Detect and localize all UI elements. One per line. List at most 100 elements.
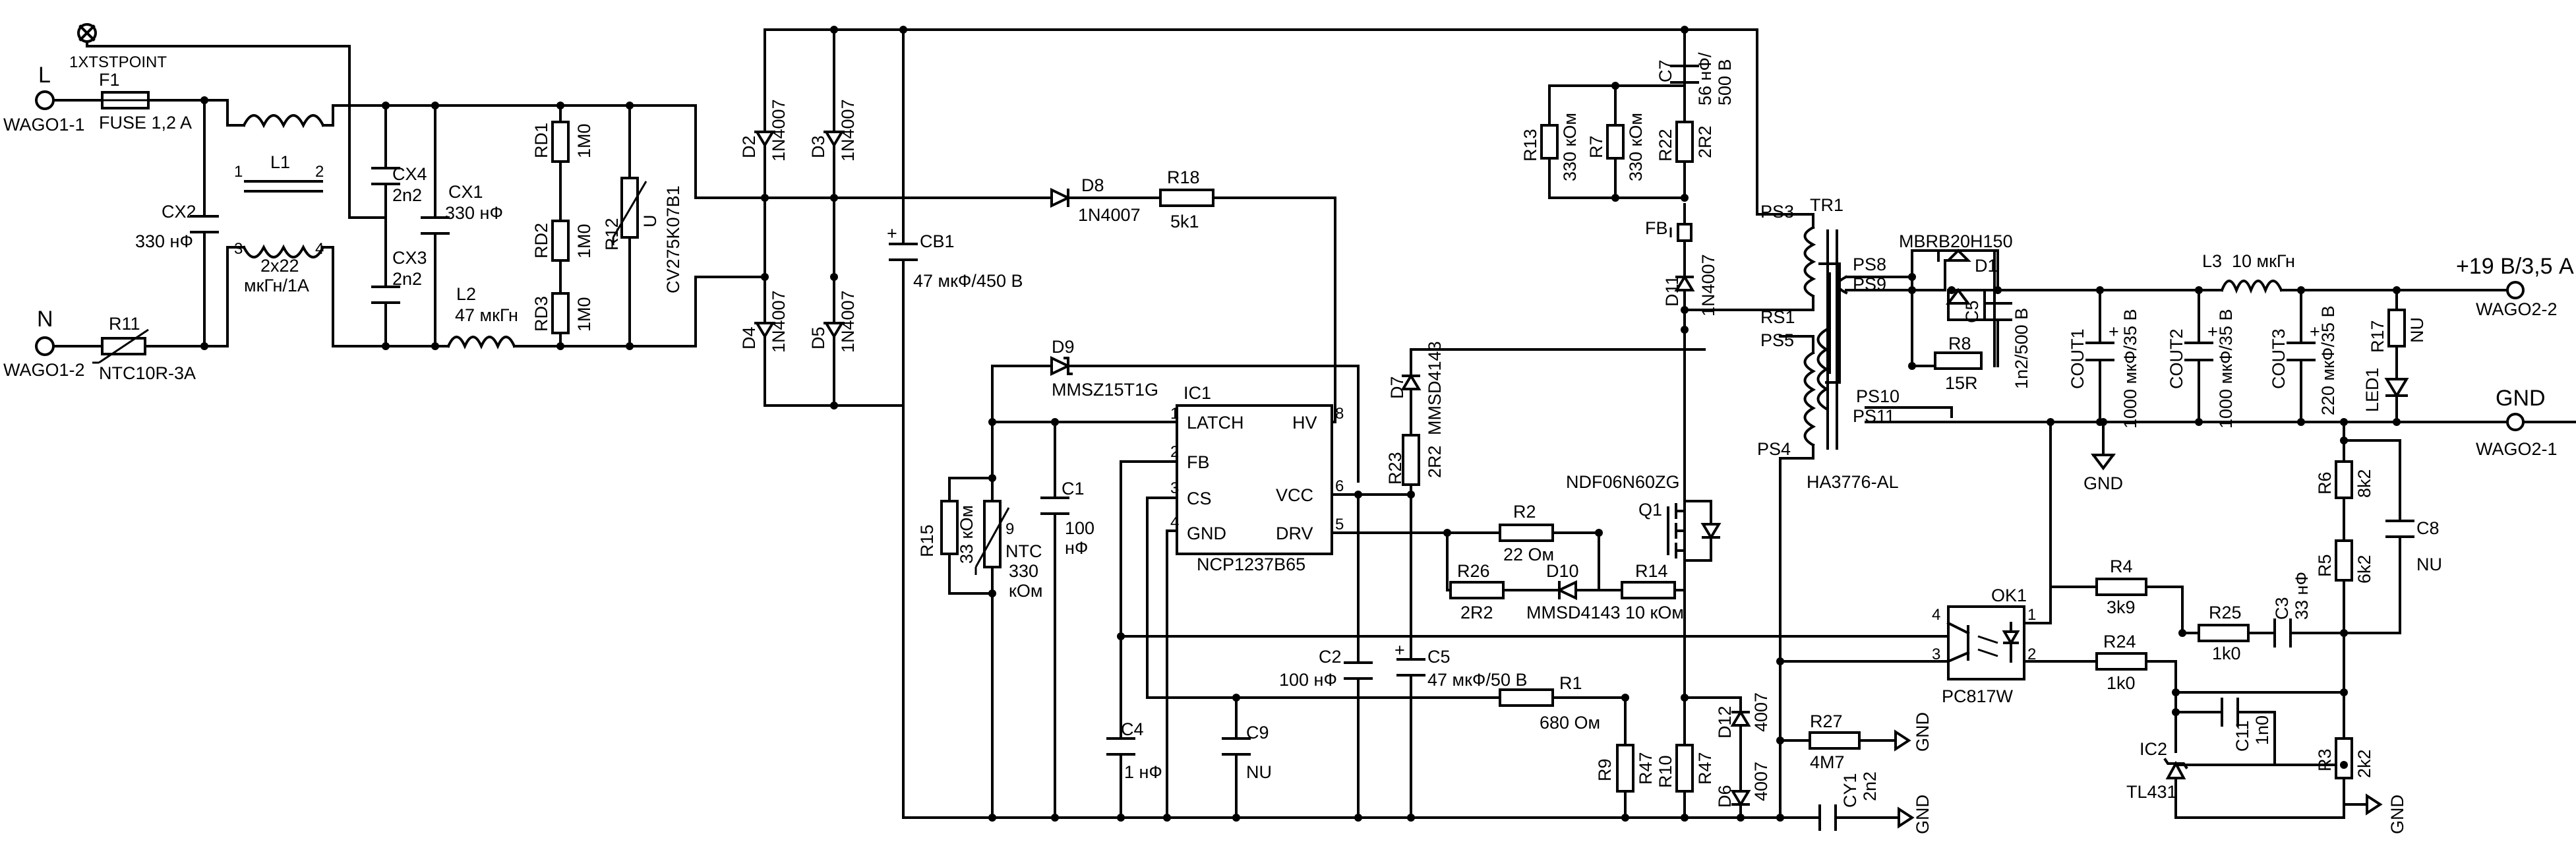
ic2-value: TL431 [2126,782,2177,802]
ic1-pin6: 6 [1335,477,1344,495]
r22-value: 2R2 [1695,125,1715,158]
c4-ref: C4 [1121,719,1144,739]
ic1-pin2: 2 [1170,443,1179,461]
cout2-value: 1000 мкФ/35 В [2216,309,2236,429]
r22-ref: R22 [1656,129,1675,162]
cout3-plus: + [2310,322,2320,342]
input-connectors: L N WAGO1-1 WAGO1-2 [3,63,85,380]
ic1-pin5: 5 [1335,516,1344,533]
d6-ref: D6 [1715,785,1735,808]
led1-ref: LED1 [2362,367,2382,412]
rd2-value: 1M0 [574,224,594,258]
d2-ref: D2 [739,135,759,158]
ic1-pin8: 8 [1335,405,1344,423]
cb1-value: 47 мкФ/450 В [913,271,1023,291]
ps4-label: PS4 [1757,439,1791,459]
ok1-pin4: 4 [1932,606,1940,624]
ok1-pin1: 1 [2027,606,2036,624]
r7-value: 330 кОм [1626,113,1646,181]
c2-ref: C2 [1319,647,1342,667]
d12-ref: D12 [1715,706,1735,738]
l3-ref: L3 [2202,251,2222,271]
rd3-value: 1M0 [574,297,594,332]
c7-ref: C7 [1656,59,1675,82]
gnd-out-label: GND [2083,473,2123,493]
ok1-value: PC817W [1942,686,2014,706]
q1-ref: Q1 [1638,500,1662,520]
d11-value: 1N4007 [1698,254,1718,316]
r23-ref: R23 [1385,452,1405,485]
cx3-ref: CX3 [392,248,427,268]
r7-ref: R7 [1586,135,1606,158]
cout2-ref: COUT2 [2167,328,2186,389]
c1-value1: 100 [1065,518,1094,538]
ntc-value2: кОм [1009,581,1042,601]
gnd-r27-icon [1894,729,1911,752]
cx3-value: 2n2 [392,269,422,289]
d12-value: 4007 [1751,692,1771,732]
rs1-label: RS1 [1760,307,1795,327]
fb-ref: FB [1645,218,1668,238]
gnd-cy1-icon [1898,806,1915,829]
d4-ref: D4 [739,326,759,349]
r11-ref: R11 [109,314,140,334]
ps5-label: PS5 [1760,330,1794,350]
c1-ref: C1 [1062,479,1085,498]
r6-value: 8k2 [2354,469,2374,498]
gnd-out-icon [2091,454,2116,471]
d5-ref: D5 [808,326,828,349]
ps11-label: PS11 [1853,406,1895,426]
r2-ref: R2 [1513,502,1536,522]
r25-ref: R25 [2209,603,2242,622]
gnd-r3-label: GND [2387,795,2407,834]
c11-value: 1n0 [2252,715,2272,745]
d7-ref: D7 [1387,376,1407,399]
ic1-ref: IC1 [1183,383,1211,403]
cx1-value: 330 нФ [445,203,503,223]
cb1-ref: CB1 [920,231,955,251]
c8-ref: C8 [2416,518,2440,538]
l2-ref: L2 [456,284,476,304]
ps3-label: PS3 [1760,202,1794,222]
r9-ref: R9 [1595,758,1615,781]
d10-ref: D10 [1546,561,1579,581]
ok1-pin2: 2 [2027,646,2036,663]
r27-value: 4M7 [1810,752,1845,772]
label-L: L [38,63,51,88]
r8-value: 15R [1945,373,1978,393]
c2-value: 100 нФ [1279,670,1337,690]
d9-ref: D9 [1052,337,1075,357]
tr1-value: HA3776-AL [1807,472,1899,492]
pin-drv: DRV [1276,524,1313,543]
junctions [200,26,2401,822]
pin-hv: HV [1292,413,1317,433]
r5-value: 6k2 [2354,555,2374,584]
r12-u: U [640,215,660,228]
r13-ref: R13 [1520,129,1540,162]
d5-value: 1N4007 [838,290,858,353]
cy1-value: 2n2 [1860,771,1880,801]
cb1-plus: + [887,224,897,243]
label-N: N [37,307,53,332]
c7-value2: 500 В [1715,59,1735,106]
output-voltage: +19 В/3,5 А [2456,254,2574,279]
ic1-pin3: 3 [1170,479,1179,497]
gnd-r27-label: GND [1913,712,1932,752]
tp-label: 1XTSTPOINT [69,53,167,71]
ntc-ref: NTC [1005,541,1042,561]
ok1-pin3: 3 [1932,646,1940,663]
c5a-ref: C5 [1427,647,1451,667]
pin-fb: FB [1187,452,1210,472]
rd1-value: 1M0 [574,123,594,158]
d1-ref: D1 [1975,256,1998,276]
cx2-ref: CX2 [162,202,196,222]
rd3-ref: RD3 [531,296,551,332]
cout3-ref: COUT3 [2269,328,2289,389]
r4-ref: R4 [2110,557,2133,576]
d10-value: MMSD4143 [1526,603,1621,622]
r3-ref: R3 [2315,748,2335,771]
c3-ref: C3 [2272,597,2292,620]
c11-ref: C11 [2232,720,2252,752]
c9-ref: C9 [1246,723,1269,742]
r10-value: R47 [1695,752,1715,785]
